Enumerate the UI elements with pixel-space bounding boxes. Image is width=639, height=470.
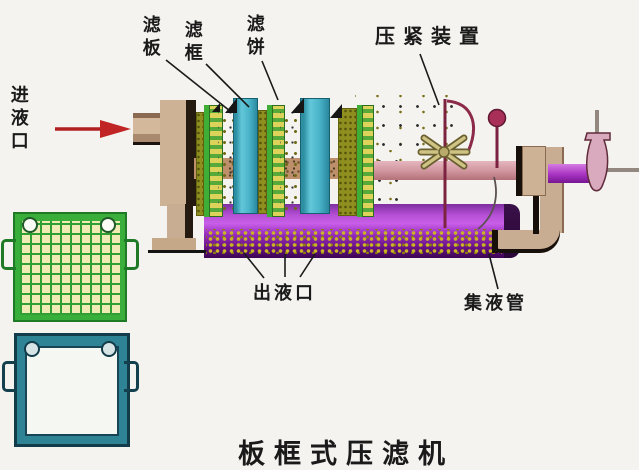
plate-frame-stack (194, 96, 374, 218)
fixed-head-foot (152, 238, 196, 251)
plate-lug (1, 239, 16, 270)
filter-cake (258, 110, 267, 214)
frame-lug (124, 361, 139, 392)
label-filter-plate: 滤板 (140, 15, 161, 61)
label-outlet-port: 出液口 (253, 283, 316, 303)
label-collecting-pipe: 集液管 (464, 293, 527, 313)
ratchet-handwheel (417, 134, 471, 170)
plate-top-caps (212, 98, 342, 118)
press-lever (443, 99, 497, 230)
fixed-head-plate (160, 100, 196, 206)
plate-hole (22, 217, 38, 233)
pipe-sediment (206, 229, 502, 254)
filter-cake (338, 108, 357, 216)
label-filter-cake: 滤饼 (244, 14, 265, 60)
frame-hole (101, 341, 117, 357)
fixed-head-body (167, 204, 193, 240)
filter-cake (196, 112, 204, 216)
label-pressing-device: 压紧装置 (375, 26, 487, 48)
inlet-flow-arrow-icon (55, 120, 131, 138)
cake-particles (280, 112, 300, 212)
end-stand-foot (496, 230, 560, 253)
filter-plate (357, 105, 374, 217)
plate-lug (124, 239, 139, 270)
end-stand-edge (492, 230, 498, 253)
press-screw-rod (360, 161, 522, 180)
plate-hole (100, 217, 116, 233)
frame-hole (24, 341, 40, 357)
plate-grid-surface (20, 221, 120, 315)
hand-spindle (584, 110, 639, 192)
fixed-head-base (148, 250, 206, 253)
filter-frame (233, 98, 258, 214)
diagram-title: 板框式压滤机 (238, 439, 454, 469)
press-shaft (548, 164, 595, 183)
filter-frame (300, 98, 330, 214)
screw-nut-block (516, 146, 546, 196)
leader-lines (165, 53, 499, 290)
end-stand-edge (533, 190, 539, 234)
frame-lug (2, 361, 17, 392)
label-filter-frame: 滤框 (182, 20, 203, 66)
cake-particles (218, 112, 233, 214)
label-inlet-port: 进液口 (8, 85, 29, 154)
ball-handle (487, 108, 507, 168)
frame-opening (25, 346, 119, 436)
